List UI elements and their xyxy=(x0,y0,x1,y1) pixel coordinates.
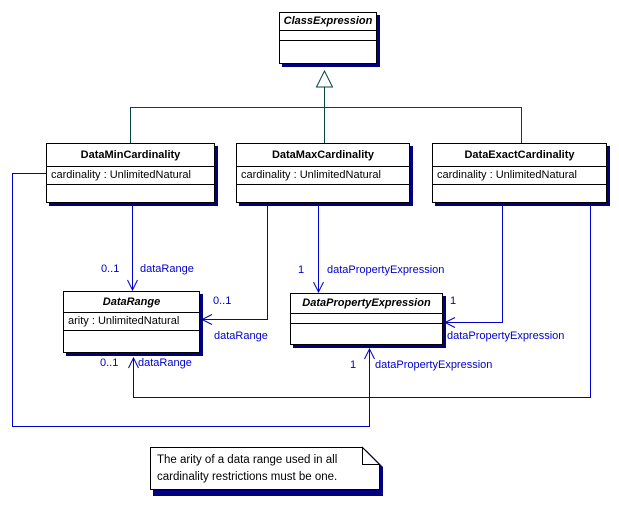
class-datamincardinality: DataMinCardinality cardinality : Unlimit… xyxy=(46,143,215,203)
association-dataexact-datarange xyxy=(133,204,591,398)
note-line-2: cardinality restrictions must be one. xyxy=(157,471,338,483)
class-datarange: DataRange arity : UnlimitedNatural xyxy=(63,291,200,353)
generalization-horizontal-bus xyxy=(130,107,522,143)
class-title: DataExactCardinality xyxy=(464,149,575,161)
arrowhead-left-icon xyxy=(200,314,213,325)
attribute-cardinality: cardinality : UnlimitedNatural xyxy=(237,166,409,184)
attribute-arity: arity : UnlimitedNatural xyxy=(64,312,199,330)
class-title: DataMinCardinality xyxy=(80,149,181,161)
role-label-datarange: dataRange xyxy=(138,357,192,369)
arrowhead-up-icon xyxy=(128,356,139,369)
class-datamaxcardinality: DataMaxCardinality cardinality : Unlimit… xyxy=(236,143,410,203)
attributes-compartment xyxy=(280,30,376,40)
note-body xyxy=(150,447,380,490)
note-shape xyxy=(150,446,383,496)
operations-compartment xyxy=(237,184,409,202)
class-title: DataMaxCardinality xyxy=(271,149,375,161)
association-datamax-datarange xyxy=(202,204,268,320)
class-datapropertyexpression: DataPropertyExpression xyxy=(290,293,443,345)
attributes-compartment xyxy=(291,313,442,323)
note-fold-corner-icon xyxy=(362,446,381,465)
generalization-triangle-icon xyxy=(315,69,334,88)
multiplicity-label: 0..1 xyxy=(101,263,120,275)
attribute-cardinality: cardinality : UnlimitedNatural xyxy=(47,166,214,184)
operations-compartment xyxy=(433,184,606,202)
role-label-datapropertyexpression: dataPropertyExpression xyxy=(327,264,445,276)
association-datamin-dpe xyxy=(12,173,370,427)
arrowhead-down-icon xyxy=(127,279,138,292)
class-classexpression: ClassExpression xyxy=(279,12,377,64)
association-lines xyxy=(12,173,591,427)
role-label-datapropertyexpression: dataPropertyExpression xyxy=(447,330,565,342)
multiplicity-label: 1 xyxy=(350,359,357,371)
class-title: ClassExpression xyxy=(283,15,373,27)
operations-compartment xyxy=(280,40,376,63)
attribute-cardinality: cardinality : UnlimitedNatural xyxy=(433,166,606,184)
multiplicity-label: 0..1 xyxy=(100,357,119,369)
class-title: DataPropertyExpression xyxy=(302,297,431,309)
arrowhead-down-icon xyxy=(313,281,324,294)
arrowhead-left-icon xyxy=(443,317,456,328)
multiplicity-label: 0..1 xyxy=(213,295,232,307)
constraint-note: The arity of a data range used in all ca… xyxy=(157,452,337,486)
role-label-datapropertyexpression: dataPropertyExpression xyxy=(375,359,493,371)
operations-compartment xyxy=(47,184,214,202)
role-label-datarange: dataRange xyxy=(140,263,194,275)
arrowhead-up-icon xyxy=(364,347,375,360)
operations-compartment xyxy=(291,323,442,344)
multiplicity-label: 1 xyxy=(298,264,305,276)
note-line-1: The arity of a data range used in all xyxy=(157,454,338,466)
operations-compartment xyxy=(64,330,199,352)
association-dataexact-dpe xyxy=(445,204,503,323)
class-title: DataRange xyxy=(102,296,161,308)
role-label-datarange: dataRange xyxy=(214,330,268,342)
generalization-tree xyxy=(130,69,522,143)
multiplicity-label: 1 xyxy=(450,295,457,307)
class-dataexactcardinality: DataExactCardinality cardinality : Unlim… xyxy=(432,143,607,203)
